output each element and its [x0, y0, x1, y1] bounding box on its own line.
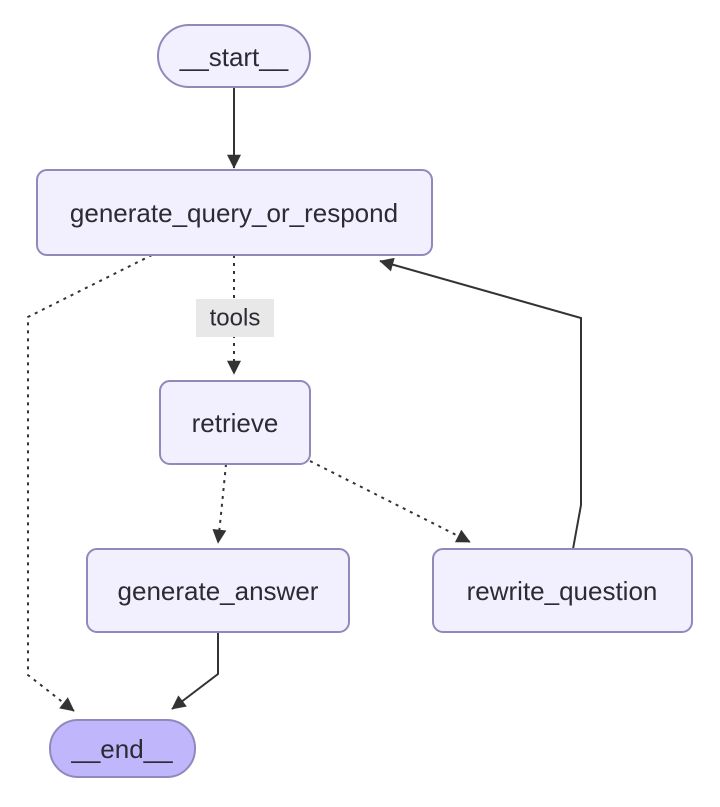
edge-generate-query-or-respond-to-end [27, 254, 153, 712]
node-start: __start__ [157, 24, 311, 88]
node-rewrite-question-shape [432, 548, 693, 633]
node-rewrite-question: rewrite_question [432, 548, 693, 633]
node-generate-answer-shape [86, 548, 350, 633]
node-generate-query-or-respond-shape [36, 169, 433, 256]
node-generate-answer-label: generate_answer [118, 576, 319, 606]
node-end-label: __end__ [70, 734, 173, 764]
node-start-label: __start__ [179, 42, 289, 72]
edges-layer [27, 87, 582, 712]
node-generate-query-or-respond: generate_query_or_respond [36, 169, 433, 256]
node-retrieve-shape [159, 380, 311, 465]
node-retrieve: retrieve [159, 380, 311, 465]
edge-retrieve-to-generate-answer [212, 463, 227, 544]
node-end-shape [49, 719, 196, 778]
edge-label-tools-background [196, 299, 274, 337]
node-generate-answer: generate_answer [86, 548, 350, 633]
node-end: __end__ [49, 719, 196, 778]
node-retrieve-label: retrieve [192, 408, 279, 438]
edge-rewrite-question-to-generate-query-or-respond [379, 257, 582, 550]
node-start-shape [157, 24, 311, 88]
edge-label-tools-group: tools [196, 299, 274, 337]
edge-retrieve-to-rewrite-question [309, 460, 471, 543]
node-generate-query-or-respond-label: generate_query_or_respond [70, 198, 398, 228]
edge-generate-answer-to-end [171, 632, 219, 710]
node-rewrite-question-label: rewrite_question [467, 576, 658, 606]
edge-label-tools: tools [210, 305, 261, 332]
